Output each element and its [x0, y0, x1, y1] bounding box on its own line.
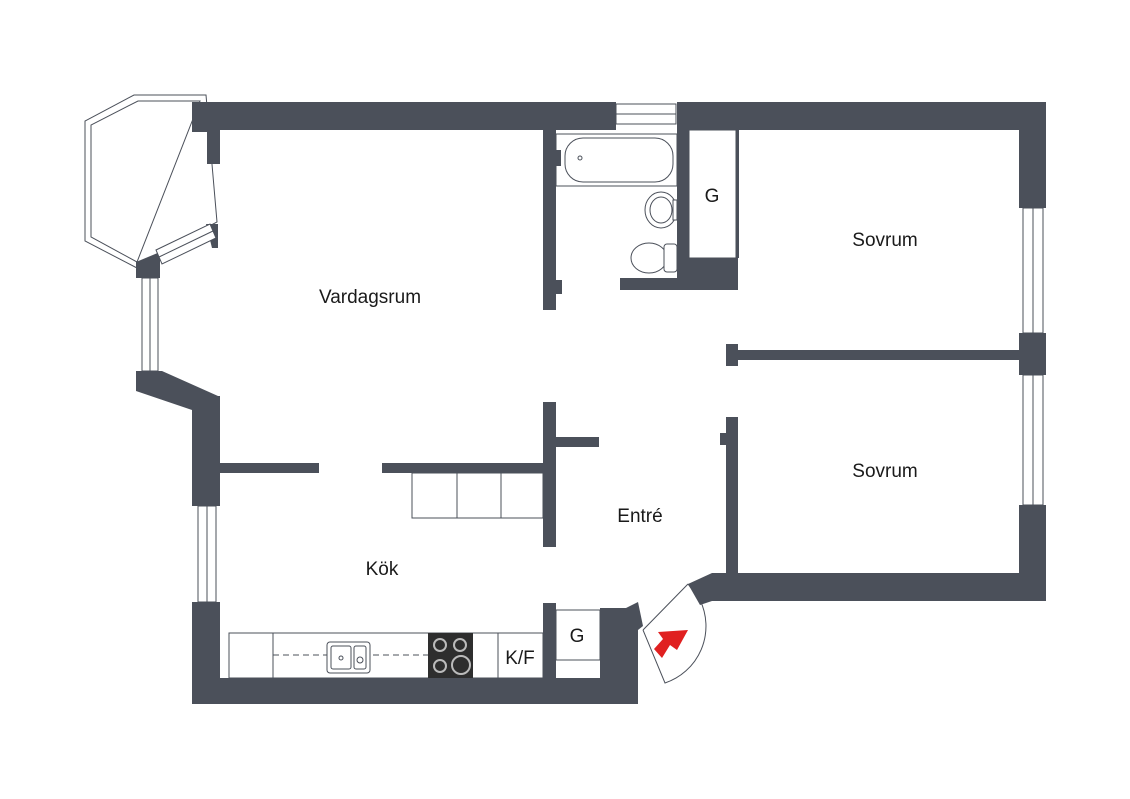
room-label-sovrum-2: Sovrum: [852, 461, 917, 482]
stove-icon: [428, 633, 473, 678]
wardrobes: G G: [555, 129, 737, 661]
kitchen-sink-icon: [326, 641, 371, 674]
room-label-kyl-frys: K/F: [505, 648, 535, 669]
entrance-arrow-icon: [654, 630, 688, 658]
exterior-walls: [136, 102, 1046, 704]
room-label-sovrum-1: Sovrum: [852, 230, 917, 251]
room-label-garderob-2: G: [570, 626, 585, 647]
toilet-icon: [630, 242, 678, 274]
room-label-vardagsrum: Vardagsrum: [319, 287, 421, 308]
windows: [141, 103, 1044, 603]
stairs: [411, 472, 544, 519]
bathroom: [555, 133, 678, 274]
interior-walls: [220, 128, 1020, 678]
kitchen-counter: K/F: [228, 632, 544, 679]
room-label-garderob-1: G: [705, 186, 720, 207]
room-label-kok: Kök: [366, 559, 399, 580]
room-labels: Vardagsrum Sovrum Sovrum Entré Kök: [319, 230, 918, 580]
entrance-door: [642, 583, 707, 684]
room-label-entre: Entré: [617, 506, 662, 527]
sink-icon: [644, 191, 678, 229]
bathtub-icon: [564, 137, 674, 183]
